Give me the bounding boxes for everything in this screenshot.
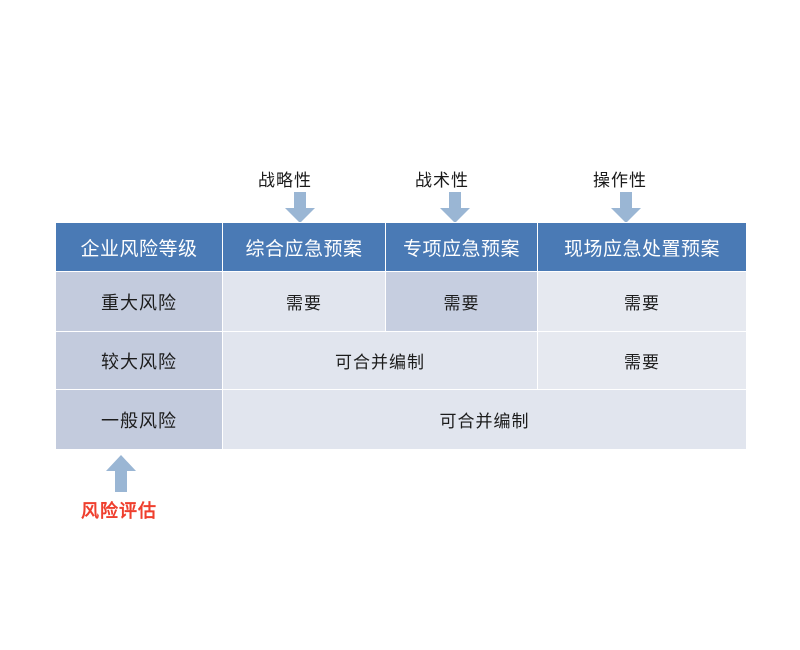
- cell-general-merged-plan: 可合并编制: [222, 389, 747, 450]
- table-header-row: 企业风险等级 综合应急预案 专项应急预案 现场应急处置预案: [55, 222, 747, 272]
- annotation-label-tactical: 战术性: [415, 171, 469, 190]
- arrow-down-tactical-icon: [438, 192, 472, 229]
- table-row: 较大风险 可合并编制 需要: [55, 331, 747, 390]
- column-header-special-plan: 专项应急预案: [385, 222, 538, 272]
- cell-larger-merged-plan: 可合并编制: [222, 331, 538, 390]
- risk-plan-matrix-table: 企业风险等级 综合应急预案 专项应急预案 现场应急处置预案 重大风险 需要 需要…: [55, 222, 747, 450]
- table-row: 重大风险 需要 需要 需要: [55, 271, 747, 332]
- arrow-down-strategic-icon: [283, 192, 317, 229]
- annotation-label-risk-assessment: 风险评估: [81, 501, 157, 521]
- cell-major-special: 需要: [385, 271, 538, 332]
- column-header-risk-level: 企业风险等级: [55, 222, 223, 272]
- row-header-larger-risk: 较大风险: [55, 331, 223, 390]
- table-row: 一般风险 可合并编制: [55, 389, 747, 450]
- cell-major-onsite: 需要: [537, 271, 747, 332]
- annotation-label-operational: 操作性: [593, 171, 647, 190]
- row-header-general-risk: 一般风险: [55, 389, 223, 450]
- cell-major-comprehensive: 需要: [222, 271, 386, 332]
- column-header-comprehensive-plan: 综合应急预案: [222, 222, 386, 272]
- column-header-onsite-plan: 现场应急处置预案: [537, 222, 747, 272]
- cell-larger-onsite: 需要: [537, 331, 747, 390]
- row-header-major-risk: 重大风险: [55, 271, 223, 332]
- arrow-up-risk-assessment-icon: [104, 455, 138, 498]
- annotation-label-strategic: 战略性: [258, 171, 312, 190]
- arrow-down-operational-icon: [609, 192, 643, 229]
